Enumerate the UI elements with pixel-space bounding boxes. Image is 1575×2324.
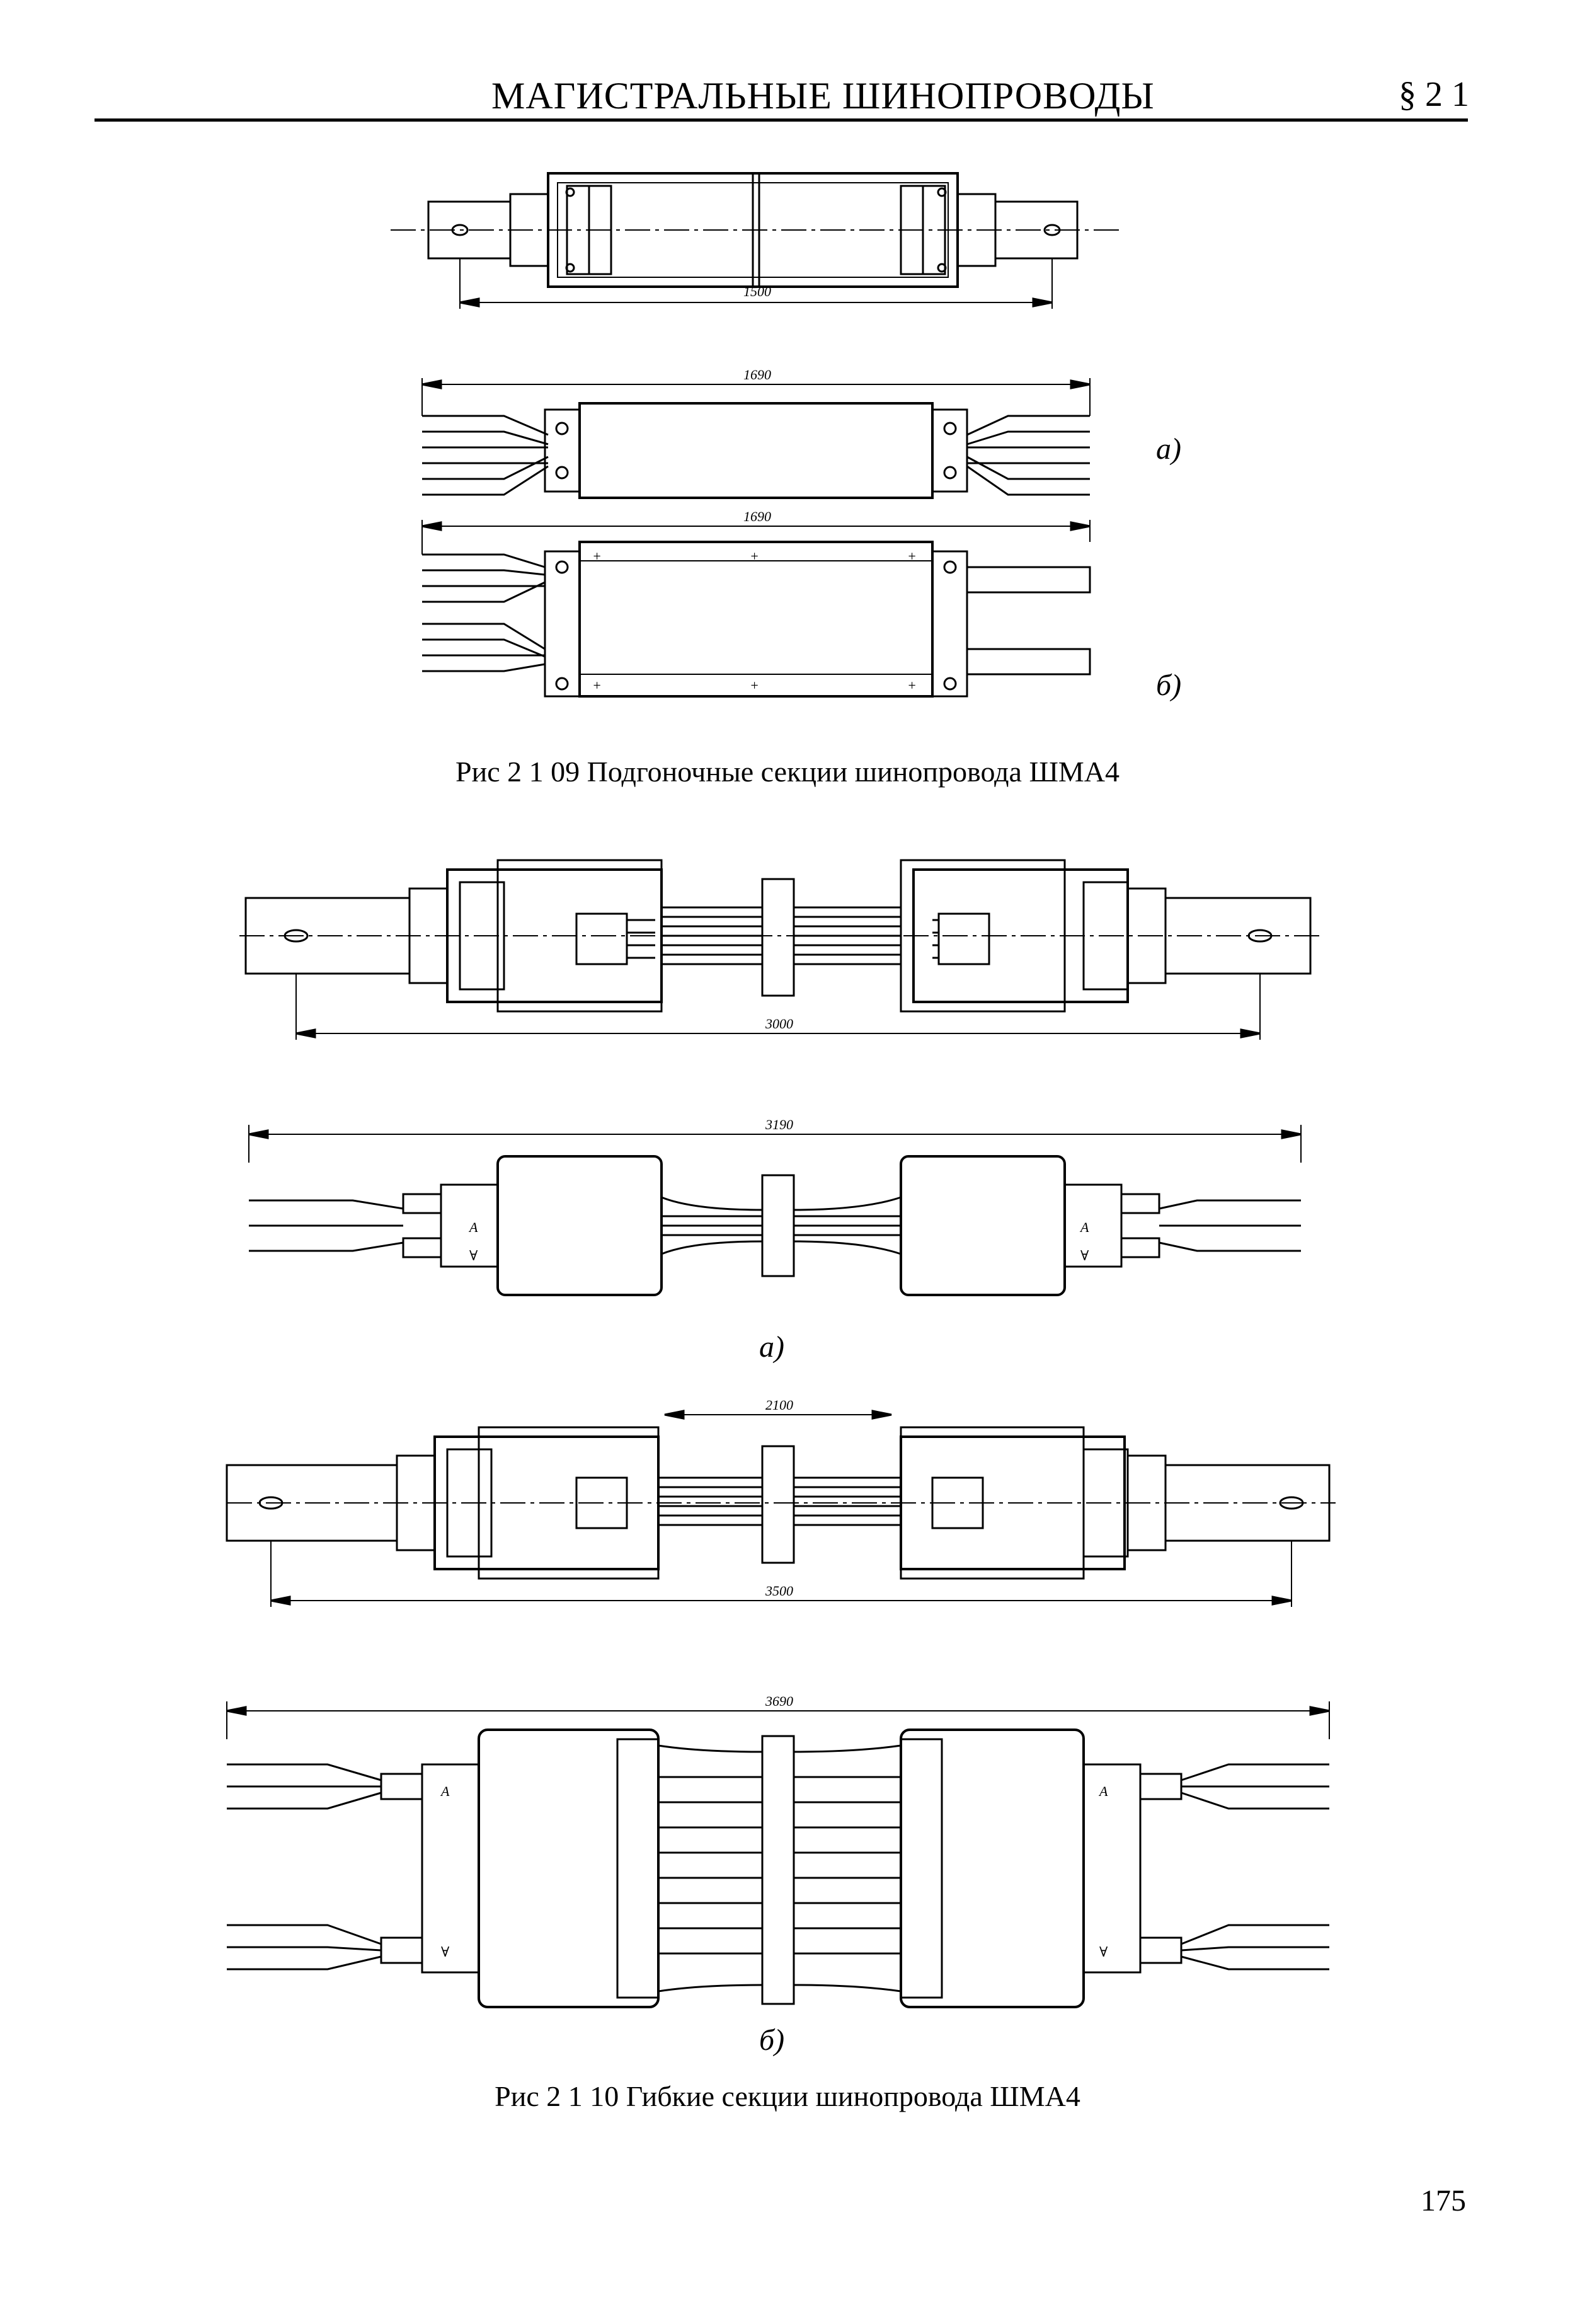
svg-text:+: +	[907, 548, 917, 564]
svg-text:+: +	[750, 677, 759, 693]
fig209-view-a: 1690	[421, 367, 1091, 499]
fig209-label-b: б)	[1156, 669, 1182, 702]
svg-text:∀: ∀	[1099, 1944, 1108, 1960]
svg-text:+: +	[750, 548, 759, 564]
svg-text:+: +	[907, 677, 917, 693]
dim-1500: 1500	[743, 284, 771, 299]
fig210-a-plan-view: 3190 A ∀ A ∀	[248, 1117, 1302, 1296]
svg-text:+: +	[592, 677, 602, 693]
fig209-label-a: а)	[1156, 432, 1181, 466]
dim-1690-a: 1690	[743, 367, 771, 383]
fig209-top-view: 1500	[391, 172, 1121, 309]
svg-text:+: +	[592, 548, 602, 564]
running-header-title: МАГИСТРАЛЬНЫЕ ШИНОПРОВОДЫ	[491, 75, 1155, 117]
dim-3190: 3190	[765, 1117, 793, 1132]
svg-text:∀: ∀	[441, 1944, 450, 1960]
dim-1690-b: 1690	[743, 509, 771, 524]
svg-text:∀: ∀	[469, 1248, 478, 1263]
svg-text:A: A	[1098, 1783, 1108, 1799]
dim-3500: 3500	[765, 1583, 793, 1599]
fig210-a-top-view: 3000	[239, 859, 1323, 1040]
fig209-view-b: 1690 + + + + + +	[421, 509, 1091, 698]
svg-text:A: A	[440, 1783, 450, 1799]
header-rule	[94, 118, 1468, 122]
dim-2100: 2100	[765, 1397, 793, 1413]
figure-210-drawing: 3000 3190 A ∀ A ∀ 2100	[226, 859, 1336, 2008]
fig210-label-b: б)	[759, 2023, 785, 2057]
svg-text:A: A	[1079, 1219, 1089, 1235]
fig210-caption: Рис 2 1 10 Гибкие секции шинопровода ШМА…	[495, 2080, 1080, 2112]
svg-text:A: A	[468, 1219, 478, 1235]
fig210-label-a: а)	[759, 1330, 784, 1364]
fig210-b-plan-view: 3690 A ∀ A ∀	[226, 1693, 1330, 2008]
dim-3000: 3000	[765, 1016, 793, 1032]
figure-209-drawing: 1500 1690 1690 + + +	[391, 172, 1121, 698]
page-number: 175	[1421, 2184, 1466, 2218]
dim-3690: 3690	[765, 1693, 793, 1709]
svg-text:∀: ∀	[1080, 1248, 1089, 1263]
fig209-caption: Рис 2 1 09 Подгоночные секции шинопровод…	[455, 756, 1120, 788]
running-header-section: § 2 1	[1399, 75, 1469, 114]
fig210-b-top-view: 2100 3500	[226, 1397, 1336, 1607]
